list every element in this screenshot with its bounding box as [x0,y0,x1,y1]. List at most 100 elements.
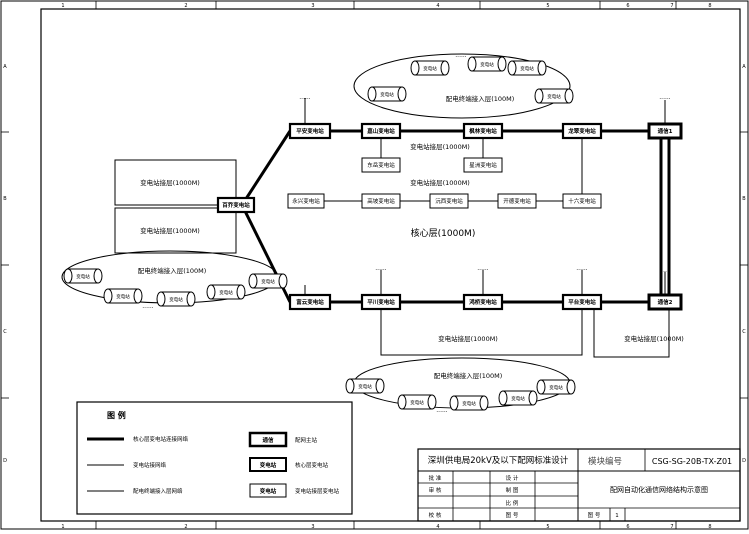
title-module-label: 模块编号 [588,456,622,467]
station-pingchuan: 平川变电站 [367,298,395,306]
station-jiashan: 嘉山变电站 [366,127,395,135]
ellipsis-d: ...... [477,265,489,272]
legend-line-agg-label: 变电站接网络 [133,461,167,469]
ruler-right-C: C [742,329,746,335]
hub-1: 通信1 [658,127,673,135]
ring-left-ellipsis: ...... [142,303,154,310]
legend-box-core-text: 变电站 [260,461,277,469]
ellipsis-b: ...... [659,94,671,101]
tb-draw: 制 图 [506,486,519,494]
access-device-label: 变电站 [380,91,394,98]
access-device-label: 变电站 [358,383,372,390]
access-device-label: 变电站 [549,384,563,391]
title-block [417,448,741,522]
legend-box [76,401,353,515]
ellipsis-e: ...... [576,265,588,272]
agg-label-4: 变电站接层(1000M) [624,334,684,343]
access-device-label: 变电站 [169,296,183,303]
access-device-label: 变电站 [410,399,424,406]
access-device-label: 变电站 [219,289,233,296]
access-device-label: 变电站 [547,93,561,100]
access-device-label: 变电站 [423,65,437,72]
ruler-bottom-7: 7 [670,524,673,530]
station-baiqiao: 百乔变电站 [222,201,250,209]
access-left-label: 配电终端接入层(100M) [138,266,207,275]
ellipsis-c: ...... [375,265,387,272]
station-longcui: 龙翠变电站 [567,127,596,135]
access-device-label: 变电站 [511,395,525,402]
tb-sheet-no: 1 [615,513,619,519]
title-module-code: CSG-SG-20B-TX-Z01 [652,457,732,466]
ruler-bottom-2: 2 [184,524,187,530]
legend-line-core-label: 核心层变电站连接网络 [133,435,189,443]
legend-box-hub-desc: 配网主站 [295,436,318,444]
tb-review: 审 核 [429,486,442,494]
title-org: 深圳供电局20kV及以下配网标准设计 [428,455,569,466]
legend-box-hub-text: 通信 [262,436,274,444]
ruler-bottom-5: 5 [546,524,549,530]
station-gaopo: 高坡变电站 [367,197,395,205]
access-device-label: 变电站 [116,293,130,300]
tb-design: 设 计 [506,474,519,482]
agg-label-1: 变电站接层(1000M) [410,142,470,151]
station-kaide: 开德变电站 [503,197,531,205]
tb-check: 校 核 [429,511,442,519]
station-xingzhou: 星洲变电站 [469,161,497,169]
station-yongxing: 永兴变电站 [292,197,320,205]
station-pingan: 平安变电站 [296,127,324,135]
station-dongyue: 东岳变电站 [367,161,395,169]
access-top-label: 配电终端接入层(100M) [446,94,515,103]
ruler-top-6: 6 [626,3,629,9]
ruler-bottom-3: 3 [311,524,314,530]
core-station-boxes [216,122,603,311]
access-device-label: 变电站 [76,273,90,280]
ring-top-ellipsis: ...... [455,52,467,59]
ruler-top-5: 5 [546,3,549,9]
access-device-label: 变电站 [261,278,275,285]
ruler-left-D: D [3,458,7,464]
access-device-label: 变电站 [480,61,494,68]
legend-title: 图 例 [107,410,126,420]
tb-approve: 批 准 [429,474,442,482]
station-pingtai: 平台变电站 [568,298,596,306]
ruler-top-8: 8 [708,3,711,9]
access-device-label: 变电站 [462,400,476,407]
ruler-top-4: 4 [436,3,439,9]
aggregation-station-boxes [287,157,602,209]
ruler-bottom-4: 4 [436,524,439,530]
ruler-right-B: B [742,196,746,202]
ruler-top-3: 3 [311,3,314,9]
aggregation-box-1 [114,159,237,206]
ruler-left-B: B [3,196,7,202]
station-shiliu: 十六变电站 [568,197,596,205]
agg-label-2: 变电站接层(1000M) [410,178,470,187]
station-fenglin: 枫林变电站 [469,127,497,135]
ruler-bottom-8: 8 [708,524,711,530]
ruler-bottom-6: 6 [626,524,629,530]
station-hongqiao: 鸿桥变电站 [469,298,497,306]
ring-bottom-ellipsis: ...... [436,407,448,414]
ruler-bottom-1: 1 [61,524,64,530]
access-ring-bottom-devices [345,378,576,411]
access-device-label: 变电站 [520,65,534,72]
title-drawing: 配网自动化通信网络结构示意图 [610,485,708,494]
legend-box-core-desc: 核心层变电站 [295,461,329,469]
ruler-right-A: A [742,64,746,70]
access-bottom-label: 配电终端接入层(100M) [434,371,503,380]
hub-2: 通信2 [658,298,673,306]
ellipsis-f: ...... [659,267,671,274]
aggregation-box-2 [114,207,237,254]
ruler-top-7: 7 [670,3,673,9]
tb-scale: 比 例 [506,499,519,507]
station-fuyun: 富云变电站 [296,298,324,306]
legend-box-agg-text: 变电站 [260,487,277,495]
ruler-right-D: D [742,458,746,464]
core-layer-label: 核心层(1000M) [411,227,476,239]
core-links [240,129,671,304]
ruler-top-2: 2 [184,3,187,9]
legend-box-agg [249,483,287,498]
access-ring-top [353,53,571,119]
agg-label-3: 变电站接层(1000M) [438,334,498,343]
